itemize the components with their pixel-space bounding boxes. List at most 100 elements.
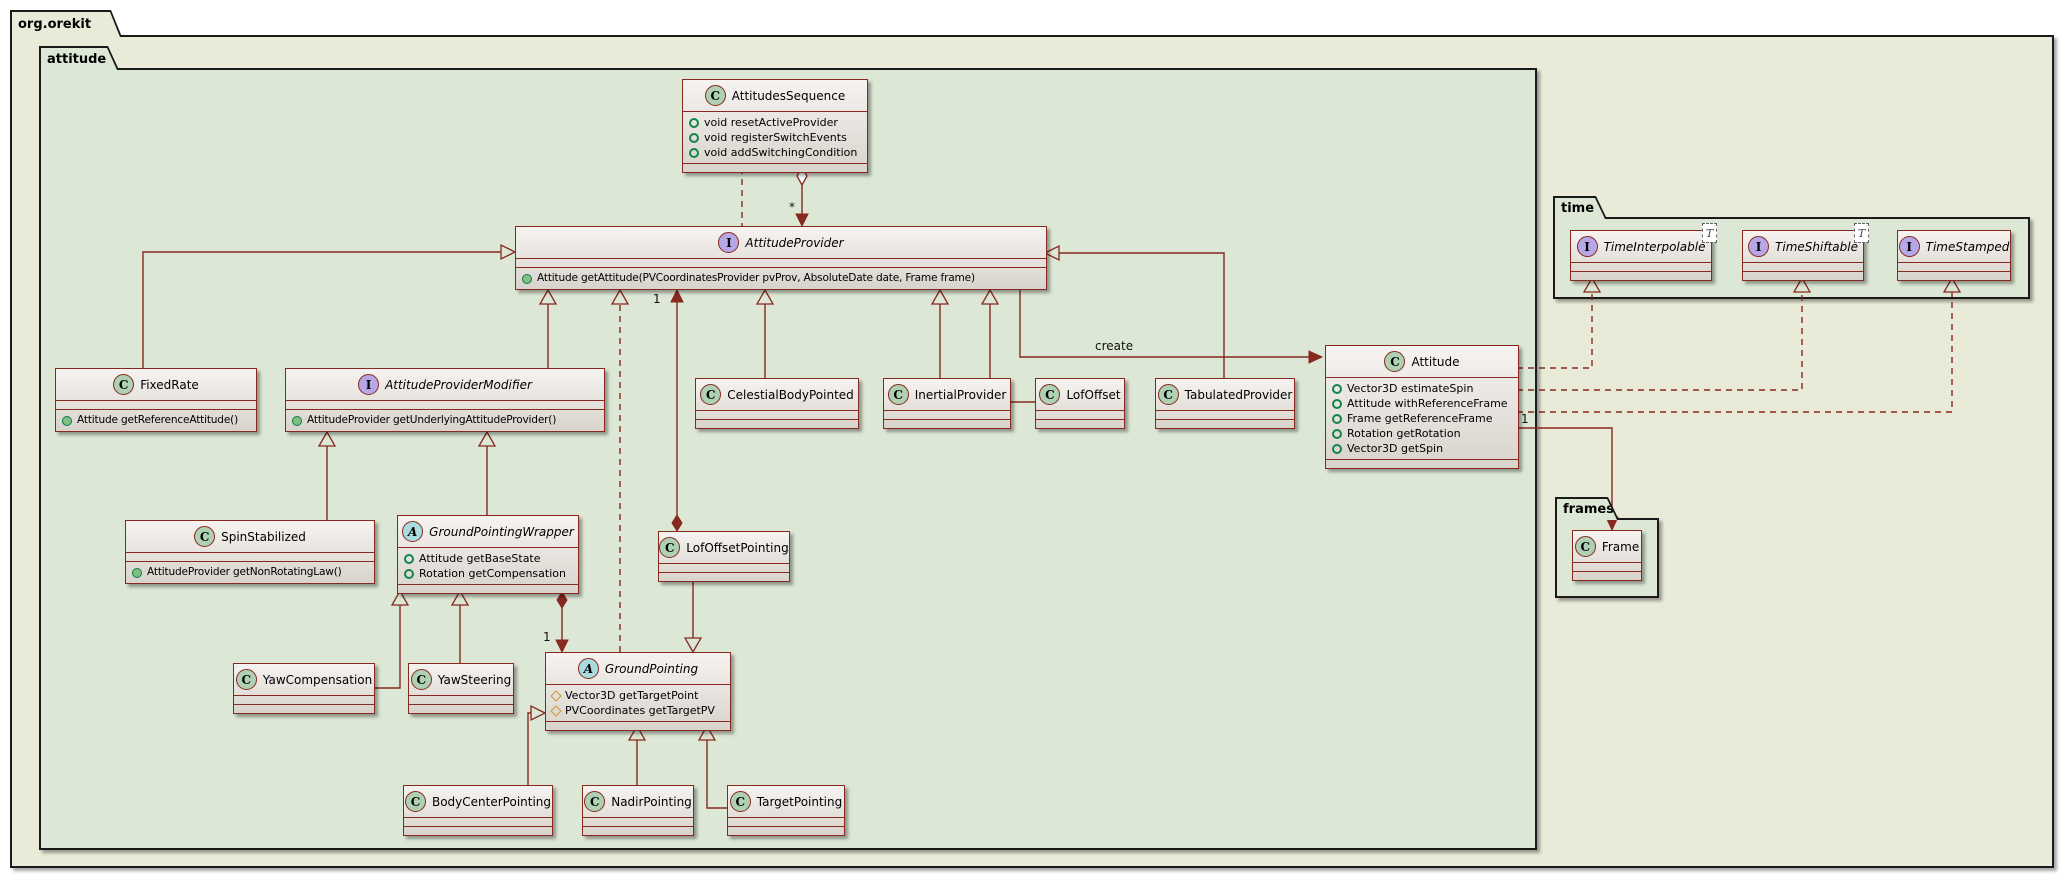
class-name: LofOffsetPointing xyxy=(686,540,789,555)
class-name: AttitudeProvider xyxy=(745,235,844,250)
methods-compartment xyxy=(884,419,1010,428)
methods-compartment xyxy=(1326,459,1518,468)
methods-compartment xyxy=(1743,271,1863,280)
member-row: void addSwitchingCondition xyxy=(689,145,861,160)
member-row: Rotation getRotation xyxy=(1332,426,1512,441)
edge-lofoffsetpointing-composes-attitudeprovider xyxy=(670,288,684,532)
package-name: org.orekit xyxy=(18,17,92,32)
class-header: C YawCompensation xyxy=(234,664,374,695)
fields-compartment xyxy=(696,410,858,419)
fields-compartment xyxy=(1156,410,1294,419)
method-icon xyxy=(132,567,142,578)
package-name: attitude xyxy=(47,51,107,67)
interface-timestamped: I TimeStamped xyxy=(1897,230,2011,281)
field-icon xyxy=(689,117,699,128)
fields-compartment: Vector3D estimateSpin Attitude withRefer… xyxy=(1326,377,1518,459)
methods-compartment xyxy=(1036,419,1124,428)
class-fixedrate: C FixedRate Attitude getReferenceAttitud… xyxy=(55,368,257,432)
field-icon xyxy=(1332,383,1342,394)
class-kind-icon: C xyxy=(1384,351,1406,372)
class-kind-icon: C xyxy=(729,791,751,812)
field-icon xyxy=(689,147,699,158)
edge-spinstabilized-realizes-attitudeprovidermodifier xyxy=(317,430,337,520)
interface-kind-icon: I xyxy=(1576,236,1598,257)
class-kind-icon: C xyxy=(1574,536,1596,557)
methods-compartment: Attitude getReferenceAttitude() xyxy=(56,409,256,431)
class-name: TargetPointing xyxy=(756,794,843,809)
fields-compartment xyxy=(1573,562,1641,571)
class-header: C CelestialBodyPointed xyxy=(696,379,858,410)
edge-inertialprovider-realizes-attitudeprovider xyxy=(930,288,950,378)
methods-compartment xyxy=(234,704,374,713)
class-groundpointingwrapper: A GroundPointingWrapper Attitude getBase… xyxy=(397,515,579,594)
class-header: C AttitudesSequence xyxy=(683,80,867,111)
class-header: A GroundPointingWrapper xyxy=(398,516,578,547)
class-name: TabulatedProvider xyxy=(1184,387,1293,402)
class-header: C FixedRate xyxy=(56,369,256,400)
fields-compartment xyxy=(884,410,1010,419)
class-header: I TimeShiftable xyxy=(1743,231,1863,262)
fields-compartment xyxy=(516,258,1046,267)
class-kind-icon: C xyxy=(704,85,726,106)
class-header: C TabulatedProvider xyxy=(1156,379,1294,410)
package-tab-attitude: attitude xyxy=(39,46,119,70)
edge-attitudessequence-aggregates-attitudeprovider xyxy=(795,165,809,228)
class-name: LofOffset xyxy=(1066,387,1121,402)
class-name: SpinStabilized xyxy=(221,529,306,544)
class-attitude: C Attitude Vector3D estimateSpin Attitud… xyxy=(1325,345,1519,469)
class-name: CelestialBodyPointed xyxy=(727,387,854,402)
methods-compartment xyxy=(404,826,552,835)
class-header: C Attitude xyxy=(1326,346,1518,377)
interface-timeinterpolable: T I TimeInterpolable xyxy=(1570,223,1717,281)
fields-compartment xyxy=(1743,262,1863,271)
fields-compartment xyxy=(126,552,374,561)
edge-groundpointing-realizes-attitudeprovider xyxy=(610,288,630,652)
edge-targetpointing-extends-groundpointing xyxy=(697,724,727,809)
class-kind-icon: C xyxy=(700,384,722,405)
interface-kind-icon: I xyxy=(358,374,380,395)
methods-compartment xyxy=(728,826,844,835)
class-name: BodyCenterPointing xyxy=(431,794,552,809)
edge-lofoffsetpointing-extends-groundpointing xyxy=(683,579,703,654)
edge-attitude-realizes-timestamped xyxy=(1517,276,1962,413)
class-nadirpointing: C NadirPointing xyxy=(582,785,694,836)
fields-compartment xyxy=(728,817,844,826)
class-name: TimeInterpolable xyxy=(1603,239,1706,254)
class-kind-icon: C xyxy=(113,374,135,395)
fields-compartment xyxy=(1036,410,1124,419)
abstract-kind-icon: A xyxy=(402,521,424,542)
fields-compartment: Vector3D getTargetPoint PVCoordinates ge… xyxy=(546,684,730,721)
methods-compartment xyxy=(546,721,730,730)
class-yawsteering: C YawSteering xyxy=(408,663,514,714)
class-kind-icon: C xyxy=(194,526,216,547)
package-attitude xyxy=(39,68,1537,850)
methods-compartment xyxy=(696,419,858,428)
class-header: C Frame xyxy=(1573,531,1641,562)
multiplicity-one-groundpointing: 1 xyxy=(543,630,551,644)
member-row: Attitude getAttitude(PVCoordinatesProvid… xyxy=(522,271,1040,286)
class-attitudessequence: C AttitudesSequence void resetActiveProv… xyxy=(682,79,868,173)
interface-kind-icon: I xyxy=(718,232,740,253)
class-name: Attitude xyxy=(1411,354,1460,369)
methods-compartment xyxy=(409,704,513,713)
edge-yawcompensation-extends-groundpointingwrapper xyxy=(373,589,410,689)
class-kind-icon: C xyxy=(235,669,257,690)
class-groundpointing: A GroundPointing Vector3D getTargetPoint… xyxy=(545,652,731,731)
class-kind-icon: C xyxy=(1039,384,1061,405)
member-row: Attitude withReferenceFrame xyxy=(1332,396,1512,411)
multiplicity-one-lofoffsetpointing: 1 xyxy=(653,292,661,306)
class-yawcompensation: C YawCompensation xyxy=(233,663,375,714)
fields-compartment: Attitude getBaseState Rotation getCompen… xyxy=(398,547,578,584)
generic-type-tab: T xyxy=(1854,223,1869,243)
fields-compartment xyxy=(583,817,693,826)
class-lofoffset: C LofOffset xyxy=(1035,378,1125,429)
edge-attitude-realizes-timeinterpolable xyxy=(1517,276,1602,369)
field-icon xyxy=(1332,413,1342,424)
class-name: TimeStamped xyxy=(1925,239,2010,254)
member-row: Rotation getCompensation xyxy=(404,566,572,581)
generic-type-tab: T xyxy=(1702,223,1717,243)
fields-compartment xyxy=(234,695,374,704)
class-name: GroundPointingWrapper xyxy=(429,524,574,539)
class-header: C NadirPointing xyxy=(583,786,693,817)
class-attitudeprovidermodifier: I AttitudeProviderModifier AttitudeProvi… xyxy=(285,368,605,432)
